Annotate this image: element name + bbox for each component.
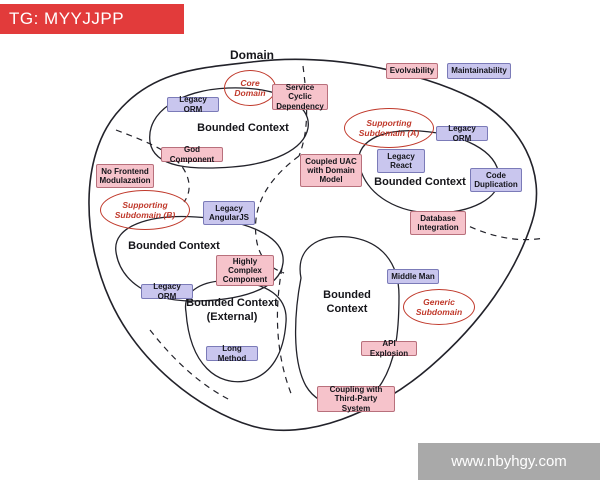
node-coupled-uac-with-domain-model: Coupled UAC with Domain Model <box>300 154 362 187</box>
node-legacy-orm-2: Legacy ORM <box>436 124 488 143</box>
node-long-method: Long Method <box>206 344 258 363</box>
tg-banner-text: TG: MYYJJPP <box>9 9 125 28</box>
node-middle-man: Middle Man <box>387 269 439 284</box>
bounded-context-label-2: Bounded Context <box>374 176 466 188</box>
bounded-context-label-5: Bounded Context <box>323 289 371 316</box>
node-coupling-with-third-party-system: Coupling with Third-Party System <box>317 385 395 413</box>
bounded-context-external-label: Bounded Context (External) <box>186 297 278 324</box>
site-watermark: www.nbyhgy.com <box>418 443 600 480</box>
node-api-explosion: API Explosion <box>361 339 417 358</box>
dashed-divider-2 <box>254 155 300 274</box>
subdomain-core-domain: Core Domain <box>224 70 276 106</box>
tg-banner: TG: MYYJJPP <box>0 4 184 34</box>
dashed-divider-1 <box>298 65 308 157</box>
bounded-context-5-outline <box>294 235 400 407</box>
node-maintainability: Maintainability <box>447 63 511 79</box>
node-service-cyclic-dependency: Service Cyclic Dependency <box>272 83 328 111</box>
node-legacy-orm-3: Legacy ORM <box>141 282 193 301</box>
node-highly-complex-component: Highly Complex Component <box>216 255 274 286</box>
subdomain-supporting-b: Supporting Subdomain (B) <box>100 190 190 230</box>
node-database-integration: Database Integration <box>410 211 466 235</box>
node-legacy-react: Legacy React <box>377 149 425 173</box>
bounded-context-1-outline <box>149 87 309 169</box>
dashed-divider-6 <box>276 267 293 397</box>
domain-boundary <box>88 58 538 432</box>
node-legacy-angularjs: Legacy AngularJS <box>203 201 255 225</box>
subdomain-supporting-a: Supporting Subdomain (A) <box>344 108 434 148</box>
bounded-context-label-3: Bounded Context <box>128 240 220 252</box>
node-no-frontend-modulazation: No Frontend Modulazation <box>96 164 154 188</box>
dashed-divider-5 <box>149 329 233 402</box>
bounded-context-external-outline <box>184 280 287 383</box>
dashed-divider-4 <box>459 221 545 241</box>
node-god-component: God Component <box>161 145 223 164</box>
subdomain-generic: Generic Subdomain <box>403 289 475 325</box>
node-legacy-orm-1: Legacy ORM <box>167 95 219 114</box>
bounded-context-label-1: Bounded Context <box>197 122 289 134</box>
site-watermark-text: www.nbyhgy.com <box>451 453 567 470</box>
dashed-divider-3 <box>115 129 190 203</box>
node-code-duplication: Code Duplication <box>470 168 522 192</box>
domain-label: Domain <box>229 48 274 62</box>
node-evolvability: Evolvability <box>386 63 438 79</box>
